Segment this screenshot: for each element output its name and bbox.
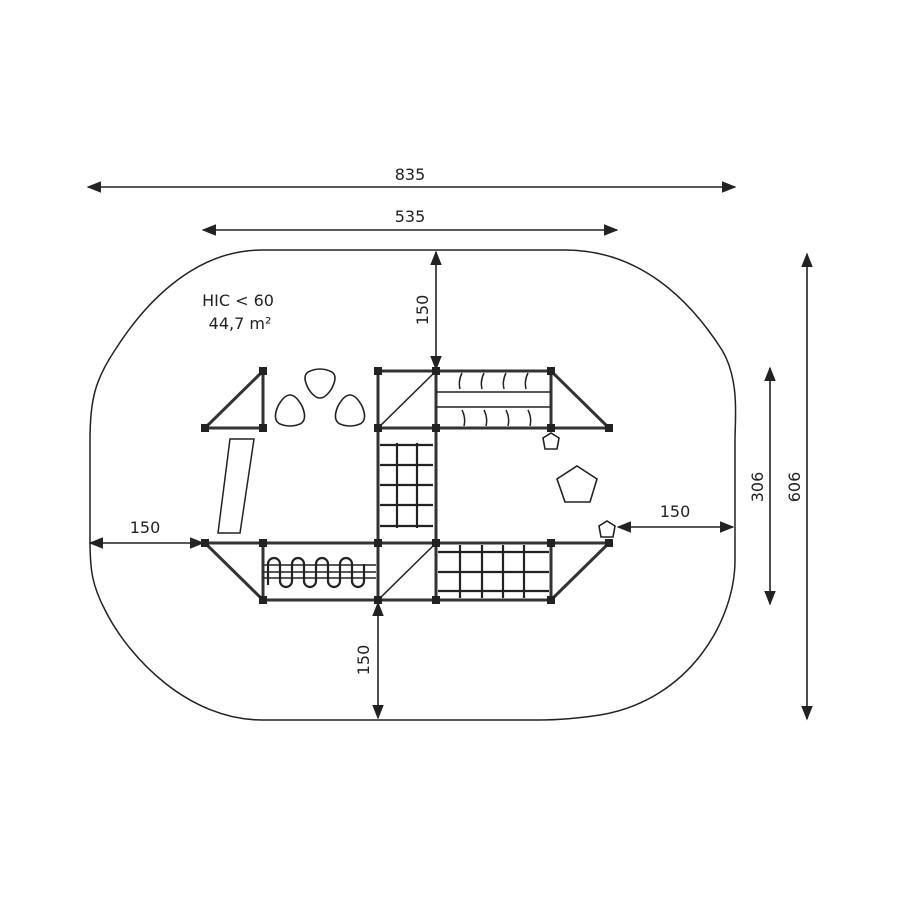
balance-plank [217,438,255,534]
dimension-structure-width: 535 [201,207,619,236]
dimension-clearance-top: 150 [413,250,442,371]
climbing-bars-top [436,372,551,427]
hic-label: HIC < 60 [202,291,274,310]
dimension-clearance-left: 150 [88,518,205,549]
dimension-label: 535 [395,207,426,226]
climbing-net-horizontal [438,545,549,598]
safety-zone-boundary [89,249,737,721]
dimension-overall-depth: 606 [785,252,813,721]
climbing-net-vertical [380,443,433,528]
wavy-rope-traverse [263,556,376,589]
stepping-stones [274,368,616,538]
dimension-clearance-right: 150 [616,502,735,533]
posts [201,367,613,604]
dimension-label: 150 [354,645,373,676]
dimension-label: 306 [748,472,767,503]
dimension-clearance-bottom: 150 [354,601,384,720]
dimension-label: 835 [395,165,426,184]
dimension-label: 606 [785,472,804,503]
dimension-label: 150 [413,295,432,326]
dimension-label: 150 [130,518,161,537]
dimension-overall-width: 835 [86,165,737,193]
area-label: 44,7 m² [209,314,272,333]
dimension-label: 150 [660,502,691,521]
dimension-structure-depth: 306 [748,366,776,606]
